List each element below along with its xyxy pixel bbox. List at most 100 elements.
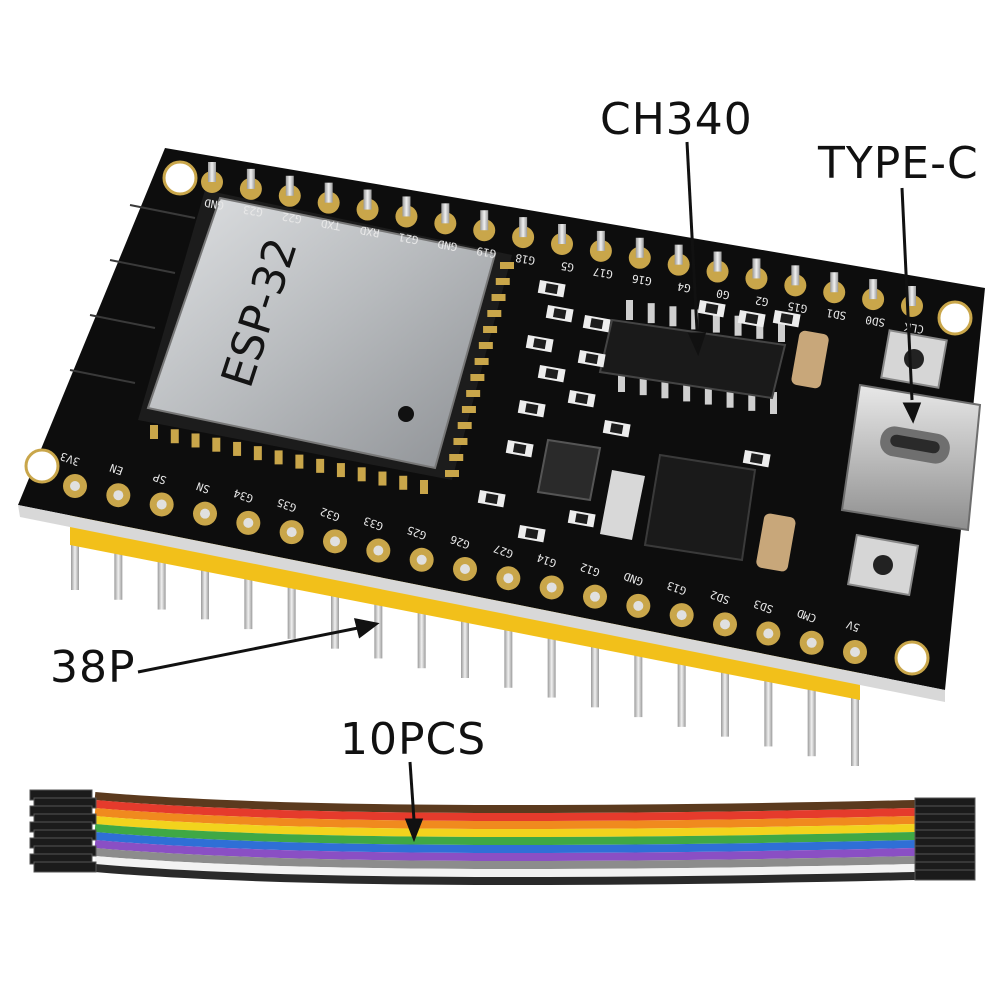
header-pin xyxy=(374,564,383,659)
module-pad xyxy=(399,475,408,490)
smd-body xyxy=(524,528,539,540)
pin-tip xyxy=(402,196,411,217)
bottom-pin-label: G12 xyxy=(579,560,602,579)
pin-head xyxy=(286,527,297,538)
capacitor xyxy=(756,513,796,572)
jumper-wire xyxy=(94,856,916,878)
jumper-wire xyxy=(94,824,916,846)
module-pad xyxy=(357,467,366,482)
header-pin xyxy=(721,638,729,737)
module-pad xyxy=(316,458,325,473)
chip-leg xyxy=(661,376,669,399)
header-pin xyxy=(807,656,816,757)
module-pads xyxy=(150,262,514,494)
module-pad xyxy=(295,454,304,469)
module-pad xyxy=(466,390,481,397)
module-pad xyxy=(378,471,387,486)
top-pin-label: TXD xyxy=(320,216,342,232)
header-pin xyxy=(287,546,296,639)
module-pad xyxy=(461,406,476,413)
pin-tip xyxy=(519,217,528,238)
pcb-edge xyxy=(18,505,945,702)
jumper-wire xyxy=(94,792,916,814)
module-pad xyxy=(457,422,472,429)
header-pin xyxy=(201,527,209,620)
pin-head xyxy=(633,600,644,611)
header-pin xyxy=(851,666,859,766)
smd-body xyxy=(544,283,559,295)
pin-count-label: 38P xyxy=(50,642,136,693)
module-pad xyxy=(233,441,242,456)
smd-body xyxy=(609,423,624,435)
dupont-connectors xyxy=(29,789,976,881)
header-pin xyxy=(461,583,469,678)
bottom-pin-label: G32 xyxy=(319,505,342,524)
jumper-wire xyxy=(94,816,916,838)
top-pin-label: G21 xyxy=(398,230,420,246)
module-pad xyxy=(150,425,158,439)
jumper-wire xyxy=(94,832,916,854)
module-pad xyxy=(449,454,464,461)
top-pin-label: G19 xyxy=(475,244,497,260)
pin-head xyxy=(200,508,210,519)
mounting-hole xyxy=(894,640,930,676)
top-pin-label: G5 xyxy=(560,259,575,274)
pin-head xyxy=(373,545,384,556)
dupont-connector xyxy=(914,869,976,881)
bottom-pin-label: GND xyxy=(622,569,645,588)
bottom-pin-label: G13 xyxy=(665,578,688,597)
pin-tip xyxy=(674,244,683,265)
capacitor xyxy=(791,330,829,389)
type-c-label: TYPE-C xyxy=(818,138,979,189)
top-pin-label: SD0 xyxy=(864,313,886,329)
chip-leg xyxy=(748,388,756,411)
header-pin xyxy=(591,610,599,708)
smd-body xyxy=(484,493,499,505)
chip-leg xyxy=(683,379,691,402)
pin-tip xyxy=(752,258,761,279)
top-pin-label: G2 xyxy=(754,293,769,308)
bottom-pin-label: CMD xyxy=(795,606,818,625)
pin-head xyxy=(720,619,730,630)
header-pin xyxy=(157,518,166,610)
module-pad xyxy=(483,326,498,333)
bottom-pin-label: G25 xyxy=(405,523,428,542)
bottom-pin-label: EN xyxy=(108,461,125,478)
module-pad xyxy=(491,294,506,301)
diode xyxy=(536,438,602,502)
pin-tip xyxy=(558,224,566,244)
smd-body xyxy=(704,303,719,315)
mounting-hole xyxy=(162,160,198,196)
top-pin-label: G18 xyxy=(514,251,536,267)
ch340-chip xyxy=(598,300,787,414)
jumper-wire xyxy=(94,808,916,830)
smd-components xyxy=(477,279,801,543)
pin-head xyxy=(590,591,600,602)
chip-leg xyxy=(726,385,734,408)
callout-arrows xyxy=(137,141,922,843)
smd-body xyxy=(584,353,599,365)
header-pin xyxy=(114,509,123,600)
smd-body xyxy=(544,368,559,380)
header-pin xyxy=(244,536,253,630)
smd-body xyxy=(574,513,589,525)
bottom-pin-label: SD2 xyxy=(709,588,732,607)
bottom-pin-label: G27 xyxy=(492,541,515,560)
pin-tip xyxy=(635,237,644,258)
bottom-pin-label: 3V3 xyxy=(59,449,82,468)
chip-leg xyxy=(770,392,777,414)
chip-leg xyxy=(691,309,699,330)
pin-tip xyxy=(246,168,255,189)
pin-tip xyxy=(869,279,878,300)
jumper-wire xyxy=(94,840,916,862)
usb-type-c-port xyxy=(840,383,982,532)
header-pin xyxy=(331,555,339,649)
jumper-wire-cable xyxy=(94,792,916,886)
module-pad xyxy=(487,310,502,317)
pin-head xyxy=(676,610,687,621)
chip-leg xyxy=(647,303,655,324)
pin-head xyxy=(156,499,167,510)
pin-tip xyxy=(208,162,216,182)
top-pin-label: G4 xyxy=(676,279,692,294)
